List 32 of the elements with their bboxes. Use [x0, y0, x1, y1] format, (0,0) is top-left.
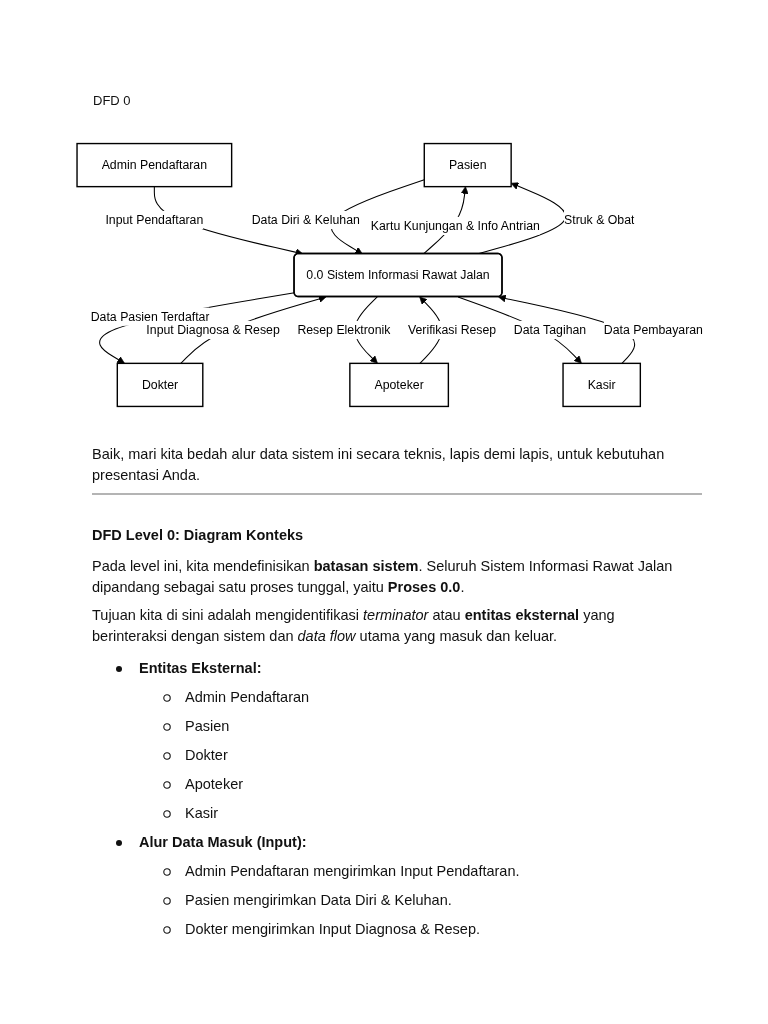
- edge-label: Kartu Kunjungan & Info Antrian: [370, 218, 540, 233]
- list-item: Pasien mengirimkan Data Diri & Keluhan.: [185, 891, 452, 910]
- paragraph: Tujuan kita di sini adalah mengidentifikasi terminator atau entitas eksternal yang berinteraksi dengan sistem dan data flow utama yang masuk dan keluar.: [92, 606, 616, 646]
- list-item: Dokter: [185, 746, 228, 765]
- node-box: Dokter: [116, 362, 204, 408]
- node-box: Admin Pendaftaran: [76, 142, 233, 188]
- edge-label: Data Diri & Keluhan: [251, 212, 360, 227]
- list-item: Pasien: [185, 717, 230, 736]
- edge-label: Struk & Obat: [564, 212, 635, 227]
- node-box: Apoteker: [349, 362, 450, 408]
- edge-label: Verifikasi Resep: [407, 322, 497, 337]
- list-item: Apoteker: [185, 775, 244, 794]
- edge-label: Data Pembayaran: [603, 322, 703, 337]
- list-item: Dokter mengirimkan Input Diagnosa & Resep.: [185, 920, 480, 939]
- list-item: Admin Pendaftaran mengirimkan Input Pendaftaran.: [185, 862, 520, 881]
- edge-label: Data Pasien Terdaftar: [90, 309, 210, 324]
- list-item: Alur Data Masuk (Input):: [139, 833, 307, 852]
- diagram-title: DFD 0: [93, 93, 131, 108]
- arrow: [99, 292, 295, 364]
- list-item: Admin Pendaftaran: [185, 688, 310, 707]
- edge-label: Resep Elektronik: [297, 322, 391, 337]
- edge-label: Input Diagnosa & Resep: [146, 322, 280, 337]
- edge-label: Data Tagihan: [513, 322, 587, 337]
- paragraph: Pada level ini, kita mendefinisikan batasan sistem. Seluruh Sistem Informasi Rawat Jalan dipandang sebagai satu proses tunggal, yaitu Proses 0.0.: [92, 557, 674, 597]
- node-box: Kasir: [562, 362, 642, 408]
- arrow: [498, 294, 636, 364]
- list-item: Kasir: [185, 804, 219, 823]
- section-heading: DFD Level 0: Diagram Konteks: [92, 526, 305, 545]
- node-box: Pasien: [423, 142, 512, 188]
- list-item: Entitas Eksternal:: [139, 659, 262, 678]
- paragraph: Baik, mari kita bedah alur data sistem ini secara teknis, lapis demi lapis, untuk kebutuhan presentasi Anda.: [92, 445, 666, 485]
- edge-label: Input Pendaftaran: [105, 212, 204, 227]
